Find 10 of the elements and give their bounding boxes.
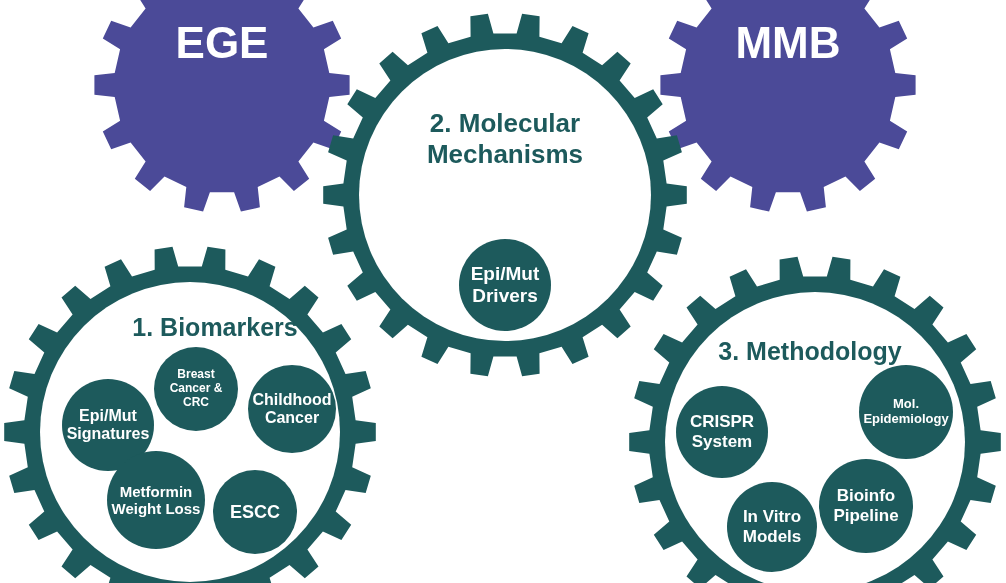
gear-title: EGE (174, 17, 270, 69)
gear-title: 2. Molecular Mechanisms (425, 108, 585, 171)
gear (323, 13, 687, 377)
gear (94, 0, 350, 213)
gear-title: 1. Biomarkers (131, 312, 299, 342)
gear (660, 0, 916, 213)
gear-title: MMB (734, 17, 842, 69)
gear (4, 246, 376, 583)
gear-title: 3. Methodology (717, 336, 903, 366)
gear (629, 256, 1001, 583)
